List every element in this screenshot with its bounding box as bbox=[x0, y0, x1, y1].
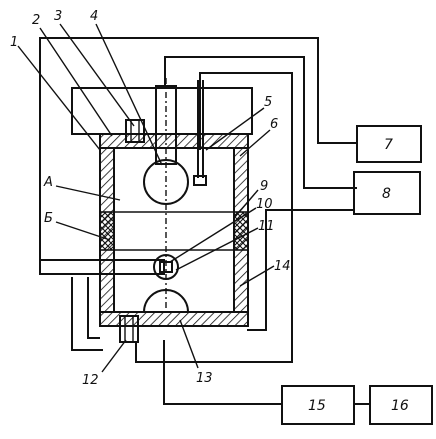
box-15-label: 15 bbox=[308, 398, 326, 414]
inner-chamber bbox=[113, 147, 235, 313]
label-4: 4 bbox=[90, 9, 98, 24]
label-9: 9 bbox=[260, 179, 268, 194]
label-2: 2 bbox=[32, 13, 40, 28]
sensor-tip bbox=[193, 175, 207, 186]
leader-b bbox=[55, 221, 111, 241]
box-7 bbox=[356, 125, 422, 163]
sample bbox=[159, 261, 173, 273]
label-5: 5 bbox=[264, 95, 272, 110]
bottom-bolt bbox=[119, 315, 139, 343]
leader-2 bbox=[39, 27, 113, 137]
label-a: А bbox=[43, 175, 53, 190]
frame-left-inner bbox=[87, 277, 100, 339]
bottom-electrode bbox=[143, 289, 189, 313]
box-16 bbox=[369, 385, 433, 425]
leader-9 bbox=[233, 189, 259, 219]
wire-sensor bbox=[135, 72, 293, 363]
leader-4 bbox=[95, 23, 163, 166]
label-b: Б bbox=[44, 211, 53, 226]
wire-to-box15 bbox=[163, 340, 282, 405]
left-band bbox=[99, 211, 115, 251]
leader-a bbox=[55, 185, 121, 201]
leader-10 bbox=[169, 207, 257, 263]
leader-12 bbox=[101, 339, 127, 373]
leader-5 bbox=[205, 107, 265, 151]
top-bolt bbox=[125, 119, 145, 143]
leader-14 bbox=[239, 265, 275, 287]
label-13: 13 bbox=[196, 371, 213, 386]
leader-1 bbox=[17, 45, 101, 151]
box-7-label: 7 bbox=[384, 137, 393, 153]
label-3: 3 bbox=[54, 9, 62, 24]
vessel-bottom-wall bbox=[99, 311, 249, 327]
top-housing bbox=[71, 87, 253, 135]
wire-to-box8 bbox=[164, 56, 357, 189]
box-8-label: 8 bbox=[382, 186, 391, 202]
top-electrode-ball bbox=[143, 159, 189, 205]
leader-13 bbox=[179, 319, 199, 369]
label-11: 11 bbox=[258, 219, 275, 234]
label-1: 1 bbox=[10, 35, 18, 50]
box-8 bbox=[353, 171, 421, 215]
label-14: 14 bbox=[274, 259, 291, 274]
leader-3 bbox=[59, 23, 135, 127]
horizontal-rod bbox=[39, 259, 165, 275]
box-16-label: 16 bbox=[391, 398, 409, 414]
label-10: 10 bbox=[256, 197, 273, 212]
wire-to-box7 bbox=[39, 37, 357, 268]
leader-6 bbox=[239, 129, 271, 157]
leader-11 bbox=[175, 227, 259, 271]
box-15 bbox=[281, 385, 355, 425]
frame-left bbox=[71, 277, 103, 351]
label-6: 6 bbox=[270, 117, 278, 132]
sample-ring bbox=[153, 254, 179, 280]
label-12: 12 bbox=[82, 373, 99, 388]
